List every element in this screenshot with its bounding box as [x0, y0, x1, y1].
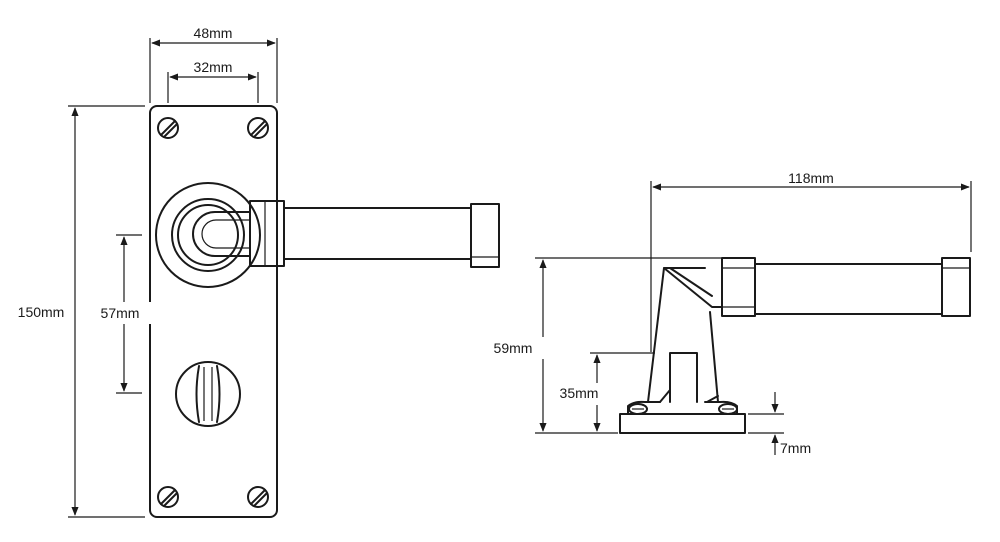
side-lever-arm: [754, 263, 943, 315]
screw-bottom-left-icon: [157, 486, 179, 508]
front-view: [149, 105, 500, 518]
screw-top-left-icon: [157, 117, 179, 139]
dim-rose-thickness: [748, 392, 784, 455]
thumb-turn: [175, 361, 241, 427]
label-lever-height: 59mm: [494, 340, 533, 356]
side-screw-left-icon: [628, 403, 648, 415]
dim-plate-width: [149, 38, 278, 103]
screw-bottom-right-icon: [247, 486, 269, 508]
side-lever-end-cap: [941, 257, 971, 317]
dim-screw-spacing: [167, 72, 259, 103]
label-plate-width: 48mm: [194, 25, 233, 41]
label-centre-distance: 57mm: [101, 305, 140, 321]
label-turn-height: 35mm: [560, 385, 599, 401]
dim-plate-height: [68, 105, 145, 518]
lever-end-cap: [470, 203, 500, 268]
label-lever-length: 118mm: [788, 170, 834, 186]
side-view: [619, 257, 971, 434]
side-turn-spindle: [669, 352, 698, 403]
lever-rose: [155, 182, 261, 288]
label-plate-height: 150mm: [18, 304, 65, 320]
label-screw-spacing: 32mm: [194, 59, 233, 75]
dim-lever-length: [650, 181, 972, 352]
lever-neck: [192, 211, 251, 257]
side-screw-right-icon: [718, 403, 738, 415]
screw-top-right-icon: [247, 117, 269, 139]
label-rose-thickness: 7mm: [780, 440, 811, 456]
lever-arm: [283, 207, 472, 260]
backplate: [149, 105, 278, 518]
side-base-rose: [619, 413, 746, 434]
